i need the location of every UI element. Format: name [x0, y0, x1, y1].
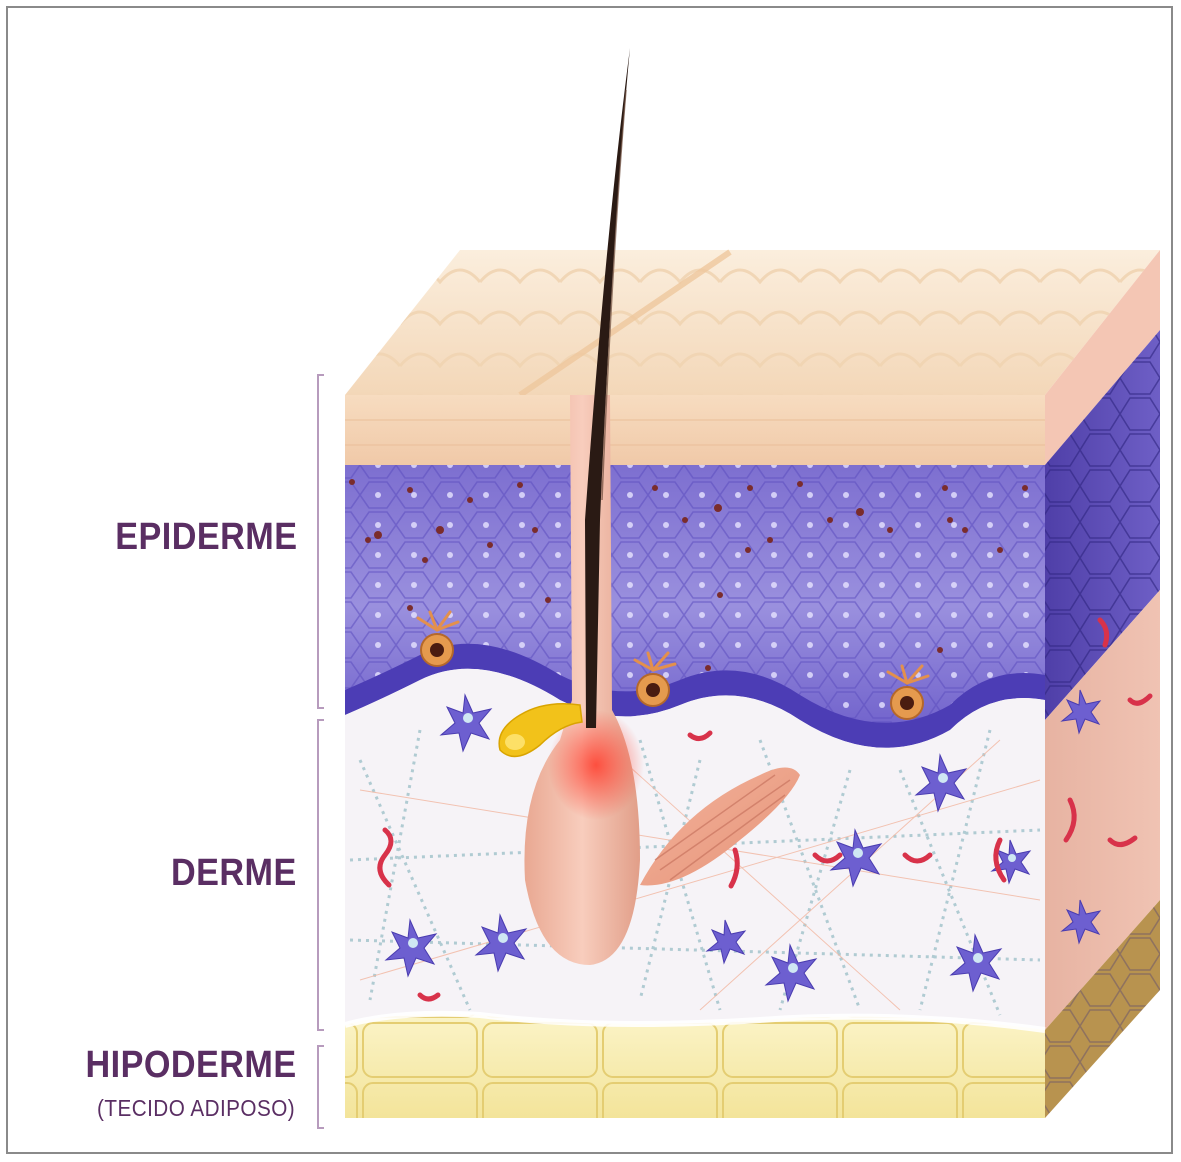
- epiderme-label: EPIDERME: [115, 516, 297, 559]
- hipoderme-label: HIPODERME: [86, 1044, 297, 1087]
- derme-label: DERME: [171, 852, 297, 895]
- hipoderme-sublabel: (TECIDO ADIPOSO): [97, 1095, 295, 1122]
- layer-brackets: [318, 375, 324, 1128]
